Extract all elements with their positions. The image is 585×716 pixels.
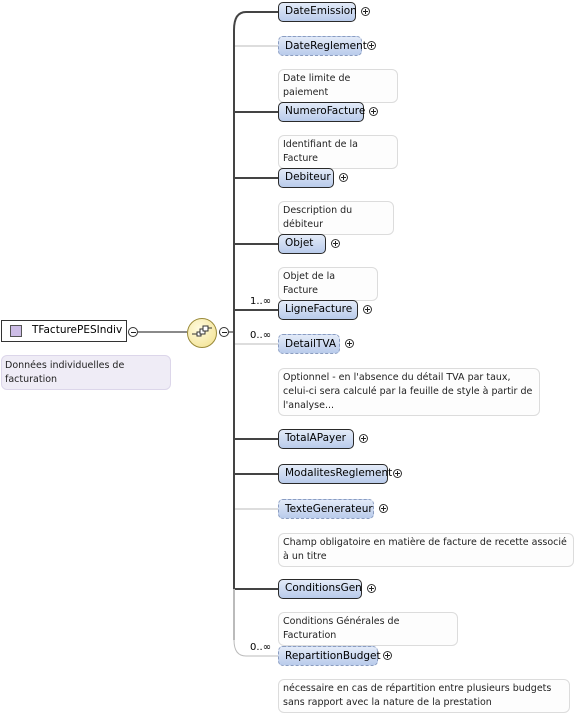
expand-icon[interactable] bbox=[367, 584, 376, 593]
cardinality-label: 0..∞ bbox=[250, 642, 272, 653]
element-annotation: Optionnel - en l'absence du détail TVA p… bbox=[278, 368, 540, 416]
element-node[interactable]: DetailTVA bbox=[278, 334, 340, 354]
collapse-sequence-icon[interactable] bbox=[219, 327, 229, 337]
expand-icon[interactable] bbox=[379, 504, 388, 513]
root-type-name: TFacturePESIndiv bbox=[32, 324, 123, 336]
element-name: Objet bbox=[285, 237, 314, 249]
expand-icon[interactable] bbox=[367, 41, 376, 50]
element-node[interactable]: TexteGenerateur bbox=[278, 499, 374, 519]
element-annotation: nécessaire en cas de répartition entre p… bbox=[278, 679, 570, 713]
element-node[interactable]: NumeroFacture bbox=[278, 102, 366, 122]
element-name: ConditionsGen bbox=[285, 582, 362, 594]
element-node[interactable]: Objet bbox=[278, 234, 326, 254]
cardinality-label: 0..∞ bbox=[250, 330, 272, 341]
expand-icon[interactable] bbox=[361, 7, 370, 16]
element-name: DateReglement bbox=[285, 40, 367, 52]
element-annotation: Conditions Générales de Facturation bbox=[278, 612, 458, 646]
element-annotation: Date limite de paiement bbox=[278, 69, 398, 103]
element-name: Debiteur bbox=[285, 171, 331, 183]
element-name: DetailTVA bbox=[285, 338, 337, 350]
element-annotation: Champ obligatoire en matière de facture … bbox=[278, 533, 574, 567]
root-annotation: Données individuelles de facturation bbox=[1, 355, 171, 390]
element-node[interactable]: Debiteur bbox=[278, 168, 334, 188]
element-node[interactable]: LigneFacture bbox=[278, 300, 358, 320]
element-node[interactable]: DateEmission bbox=[278, 2, 357, 22]
element-name: TotalAPayer bbox=[285, 432, 346, 444]
expand-icon[interactable] bbox=[359, 434, 368, 443]
element-annotation: Description du débiteur bbox=[278, 201, 394, 235]
expand-icon[interactable] bbox=[331, 239, 340, 248]
element-name: TexteGenerateur bbox=[285, 503, 373, 515]
element-node[interactable]: ConditionsGen bbox=[278, 579, 362, 599]
element-node[interactable]: RepartitionBudget bbox=[278, 646, 381, 666]
root-type-box[interactable]: TFacturePESIndiv bbox=[1, 320, 127, 342]
cardinality-label: 1..∞ bbox=[250, 296, 272, 307]
element-node[interactable]: ModalitesReglement bbox=[278, 464, 392, 484]
connector-curve bbox=[233, 11, 278, 31]
expand-icon[interactable] bbox=[369, 107, 378, 116]
element-annotation: Identifiant de la Facture bbox=[278, 135, 398, 169]
complex-type-icon bbox=[10, 325, 22, 337]
expand-icon[interactable] bbox=[383, 651, 392, 660]
collapse-root-icon[interactable] bbox=[128, 327, 138, 337]
element-node[interactable]: DateReglement bbox=[278, 36, 367, 56]
element-name: LigneFacture bbox=[285, 303, 353, 315]
expand-icon[interactable] bbox=[339, 173, 348, 182]
element-name: DateEmission bbox=[285, 5, 357, 17]
connector-curve bbox=[233, 639, 278, 657]
expand-icon[interactable] bbox=[363, 305, 372, 314]
expand-icon[interactable] bbox=[393, 469, 402, 478]
expand-icon[interactable] bbox=[345, 339, 354, 348]
element-name: NumeroFacture bbox=[285, 105, 366, 117]
element-name: ModalitesReglement bbox=[285, 467, 393, 479]
element-name: RepartitionBudget bbox=[285, 650, 381, 662]
sequence-compositor-icon[interactable] bbox=[187, 318, 217, 348]
element-annotation: Objet de la Facture bbox=[278, 267, 378, 301]
element-node[interactable]: TotalAPayer bbox=[278, 429, 354, 449]
